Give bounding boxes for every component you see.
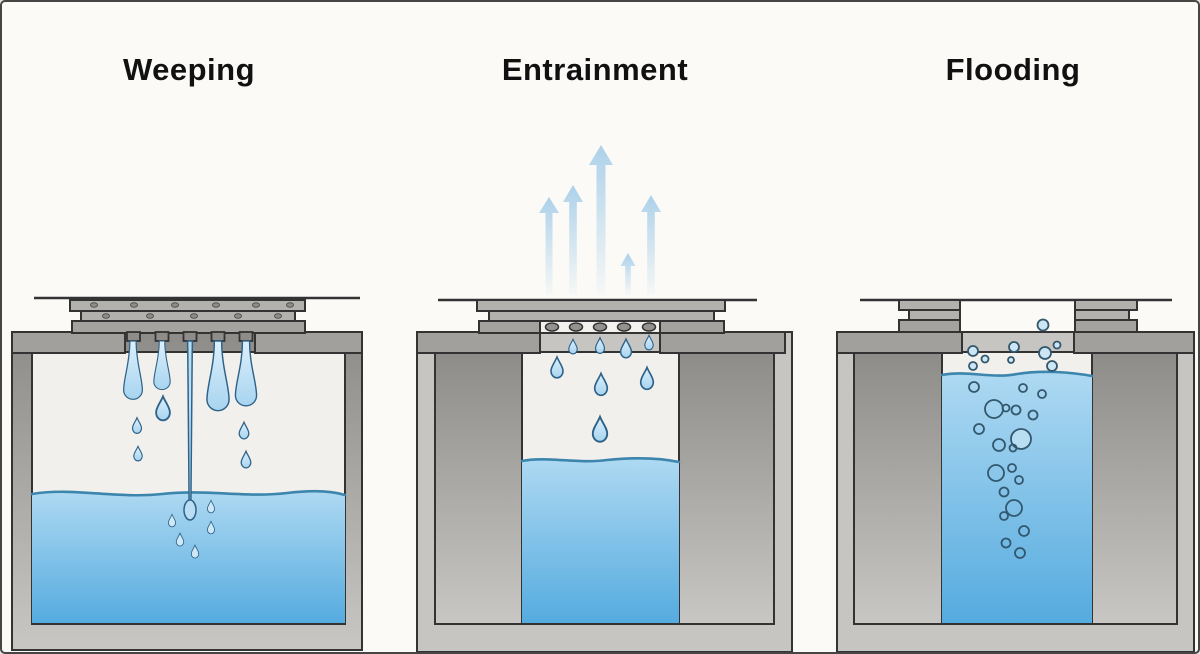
bubble xyxy=(1007,463,1017,473)
bubble xyxy=(1018,525,1030,537)
tray-plate-stack xyxy=(69,299,306,334)
tray-support-left xyxy=(836,331,963,354)
vapor-arrow xyxy=(620,253,636,295)
liquid-surface-line xyxy=(520,456,681,464)
vapor-arrow xyxy=(563,185,583,295)
bubble xyxy=(987,464,1005,482)
bubble xyxy=(968,381,980,393)
bubbles-above-surface xyxy=(967,318,1062,372)
column-wall-left xyxy=(434,351,523,625)
column-wall-left xyxy=(853,351,943,625)
bubble xyxy=(1010,428,1032,450)
tray-support-left xyxy=(11,331,126,354)
liquid-pool xyxy=(942,371,1092,623)
tray-support-left xyxy=(416,331,541,354)
tray-holes xyxy=(544,322,657,332)
bubble xyxy=(1014,475,1024,485)
vapor-arrow xyxy=(539,197,559,295)
vapor-arrows xyxy=(539,145,661,295)
tray-plate xyxy=(908,309,961,321)
flooding-title: Flooding xyxy=(945,52,1081,87)
tray-plate xyxy=(898,319,961,333)
tray-plate xyxy=(80,310,296,322)
tray-plate xyxy=(1074,299,1138,311)
tray-plate xyxy=(476,299,726,312)
tray-plate xyxy=(1074,309,1130,321)
vapor-arrow xyxy=(589,145,613,295)
entrainment-title: Entrainment xyxy=(501,52,689,87)
bubble xyxy=(999,511,1009,521)
tray-plate xyxy=(69,299,306,312)
bubble xyxy=(1008,443,1018,453)
bubble xyxy=(980,354,990,364)
bubble xyxy=(973,423,985,435)
valve-nozzle xyxy=(238,331,254,342)
tray-plate xyxy=(898,299,961,311)
bubble xyxy=(1001,403,1011,413)
weep-long-stream xyxy=(183,340,197,521)
plate-perforations xyxy=(90,302,294,319)
bubble xyxy=(1008,341,1020,353)
vapor-arrow xyxy=(641,195,661,295)
bubble xyxy=(1000,537,1012,549)
liquid-surface-line xyxy=(940,370,1094,378)
liquid-pool xyxy=(522,458,679,623)
bubble xyxy=(1007,356,1015,364)
tray-plate xyxy=(1074,319,1138,333)
bubble xyxy=(1018,383,1028,393)
tray-plate xyxy=(659,320,725,334)
column-wall-right xyxy=(1091,351,1178,625)
bubble xyxy=(992,438,1006,452)
bubble xyxy=(1038,346,1052,360)
valve-nozzle xyxy=(126,331,141,342)
bubble xyxy=(1037,389,1047,399)
valve-nozzle xyxy=(154,331,170,342)
liquid-pool xyxy=(32,491,345,623)
split-tray-left xyxy=(898,299,961,333)
valve-nozzle xyxy=(182,331,198,342)
liquid-surface-line xyxy=(30,489,347,497)
entrainment-panel xyxy=(416,145,793,652)
tray-support-right xyxy=(659,331,786,354)
bubble xyxy=(1014,547,1026,559)
column-wall-right xyxy=(678,351,775,625)
flooding-panel xyxy=(836,298,1195,652)
bubble xyxy=(1027,409,1039,421)
bubble xyxy=(968,361,978,371)
bubble xyxy=(998,486,1010,498)
tray-support-right xyxy=(1073,331,1195,354)
split-tray-right xyxy=(1074,299,1138,333)
bubble xyxy=(1010,404,1022,416)
weeping-panel xyxy=(11,296,363,651)
weeping-title: Weeping xyxy=(122,52,256,87)
tray-plate-stack xyxy=(476,299,726,334)
bubble xyxy=(1005,499,1023,517)
bubble xyxy=(1052,340,1062,350)
tray-support-right xyxy=(254,331,363,354)
bubble xyxy=(967,345,979,357)
valve-nozzle xyxy=(210,331,226,342)
bubble xyxy=(1036,318,1050,332)
bubbles-in-liquid xyxy=(968,381,1047,559)
tray-plate xyxy=(488,310,715,322)
tray-plate xyxy=(478,320,541,334)
bubble xyxy=(1046,360,1058,372)
